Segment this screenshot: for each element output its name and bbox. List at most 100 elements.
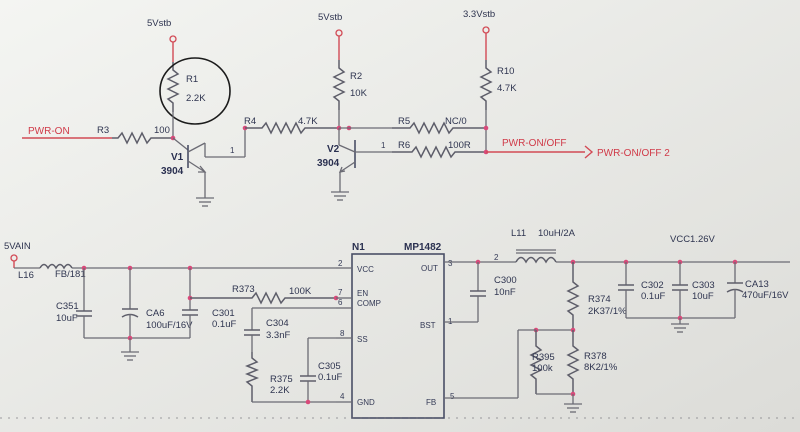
- svg-text:10uH/2A: 10uH/2A: [538, 228, 576, 239]
- svg-text:R5: R5: [398, 116, 410, 127]
- svg-text:MP1482: MP1482: [404, 242, 442, 253]
- svg-text:NC/0: NC/0: [445, 116, 467, 127]
- svg-text:7: 7: [338, 288, 343, 297]
- svg-text:VCC: VCC: [357, 265, 374, 274]
- resistor-r374: R374 2K37/1%: [566, 262, 627, 330]
- svg-text:8K2/1%: 8K2/1%: [584, 362, 618, 373]
- capacitor-c305: C305 0.1uF: [300, 338, 342, 402]
- svg-text:3904: 3904: [161, 166, 184, 177]
- svg-text:2: 2: [494, 253, 499, 262]
- svg-text:5Vstb: 5Vstb: [147, 18, 171, 29]
- ground-input: [121, 338, 139, 361]
- input-5vain: 5VAIN: [4, 241, 31, 268]
- svg-text:4: 4: [340, 392, 345, 401]
- capacitor-c302: C302 0.1uF: [618, 262, 665, 318]
- svg-text:R1: R1: [186, 74, 198, 85]
- net-pwr-on-off: PWR-ON/OFF PWR-ON/OFF 2: [486, 138, 670, 159]
- svg-text:R375: R375: [270, 374, 293, 385]
- svg-text:3.3Vstb: 3.3Vstb: [463, 9, 495, 20]
- svg-text:C300: C300: [494, 275, 517, 286]
- svg-text:C351: C351: [56, 301, 79, 312]
- highlight-circle: [159, 57, 231, 125]
- svg-text:6: 6: [338, 298, 343, 307]
- svg-text:2K37/1%: 2K37/1%: [588, 306, 627, 317]
- svg-text:10K: 10K: [350, 88, 368, 99]
- svg-text:R373: R373: [232, 284, 255, 295]
- svg-text:BST: BST: [420, 321, 436, 330]
- svg-text:5VAIN: 5VAIN: [4, 241, 31, 252]
- svg-text:10nF: 10nF: [494, 287, 516, 298]
- svg-text:VCC1.26V: VCC1.26V: [670, 234, 716, 245]
- resistor-r4: R4 4.7K: [242, 116, 339, 157]
- resistor-r1: R1 2.2K: [166, 62, 206, 112]
- svg-text:100uF/16V: 100uF/16V: [146, 320, 193, 331]
- svg-text:1: 1: [381, 141, 386, 150]
- ground-output: [671, 318, 689, 333]
- svg-text:2: 2: [338, 259, 343, 268]
- capacitor-ca13: CA13 470uF/16V: [726, 262, 789, 318]
- svg-text:R374: R374: [588, 294, 611, 305]
- capacitor-c303: C303 10uF: [672, 262, 715, 318]
- transistor-v1: V1 3904 1: [161, 142, 245, 198]
- resistor-r378: R378 8K2/1%: [566, 330, 618, 394]
- ground-divider: [564, 394, 582, 413]
- svg-text:C305: C305: [318, 361, 341, 372]
- resistor-r10: R10 4.7K: [479, 60, 517, 110]
- resistor-r6: R6 100R: [392, 140, 486, 159]
- svg-text:100K: 100K: [289, 286, 312, 297]
- resistor-r375: R375 2.2K: [244, 352, 293, 402]
- power-5vstb-r2: 5Vstb: [318, 12, 343, 60]
- svg-text:R395: R395: [532, 352, 555, 363]
- svg-text:10uF: 10uF: [692, 291, 714, 302]
- svg-text:R10: R10: [497, 66, 514, 77]
- svg-text:5Vstb: 5Vstb: [318, 12, 342, 23]
- svg-text:2.2K: 2.2K: [186, 93, 206, 104]
- capacitor-c351: C351 10uF: [56, 268, 92, 338]
- svg-text:V1: V1: [171, 152, 184, 163]
- ground-v1: [196, 197, 214, 207]
- capacitor-c300: C300 10nF: [470, 262, 517, 322]
- svg-text:CA13: CA13: [745, 279, 769, 290]
- svg-text:V2: V2: [327, 144, 340, 155]
- resistor-r5: R5 NC/0: [392, 116, 486, 135]
- svg-text:C301: C301: [212, 308, 235, 319]
- svg-text:R378: R378: [584, 351, 607, 362]
- svg-text:R2: R2: [350, 71, 362, 82]
- svg-text:2.2K: 2.2K: [270, 385, 290, 396]
- svg-text:FB: FB: [426, 398, 436, 407]
- resistor-r2: R2 10K: [332, 60, 368, 110]
- svg-text:SS: SS: [357, 335, 368, 344]
- svg-text:R3: R3: [97, 125, 109, 136]
- svg-text:470uF/16V: 470uF/16V: [742, 290, 789, 301]
- capacitor-c304: C304 3.3nF: [244, 308, 290, 352]
- inductor-l16: L16 FB/181: [18, 263, 86, 281]
- ground-v2: [331, 191, 349, 201]
- svg-text:3: 3: [448, 259, 453, 268]
- svg-text:PWR-ON/OFF: PWR-ON/OFF: [502, 138, 566, 149]
- svg-text:C303: C303: [692, 280, 715, 291]
- svg-text:R6: R6: [398, 140, 410, 151]
- svg-text:1: 1: [230, 146, 235, 155]
- ic-mp1482: N1 MP1482 VCC EN COMP SS GND OUT BST FB: [351, 242, 445, 419]
- resistor-r395: R395 100k: [529, 330, 555, 394]
- svg-text:100k: 100k: [532, 363, 553, 374]
- svg-text:8: 8: [340, 329, 345, 338]
- svg-text:PWR-ON: PWR-ON: [28, 126, 70, 137]
- svg-text:C302: C302: [641, 280, 664, 291]
- svg-text:L16: L16: [18, 270, 34, 281]
- svg-text:L11: L11: [511, 228, 526, 239]
- capacitor-ca6: CA6 100uF/16V: [121, 268, 193, 338]
- svg-text:COMP: COMP: [357, 299, 381, 308]
- inductor-l11: L11 10uH/2A: [495, 228, 576, 264]
- svg-text:R4: R4: [244, 116, 256, 127]
- svg-text:3.3nF: 3.3nF: [266, 330, 290, 341]
- svg-text:5: 5: [450, 392, 455, 401]
- power-5vstb-r1: 5Vstb: [147, 18, 177, 62]
- svg-text:OUT: OUT: [421, 264, 438, 273]
- svg-text:100R: 100R: [448, 140, 471, 151]
- svg-text:EN: EN: [357, 289, 368, 298]
- resistor-r373: R373 100K: [190, 284, 336, 305]
- svg-text:100: 100: [154, 125, 170, 136]
